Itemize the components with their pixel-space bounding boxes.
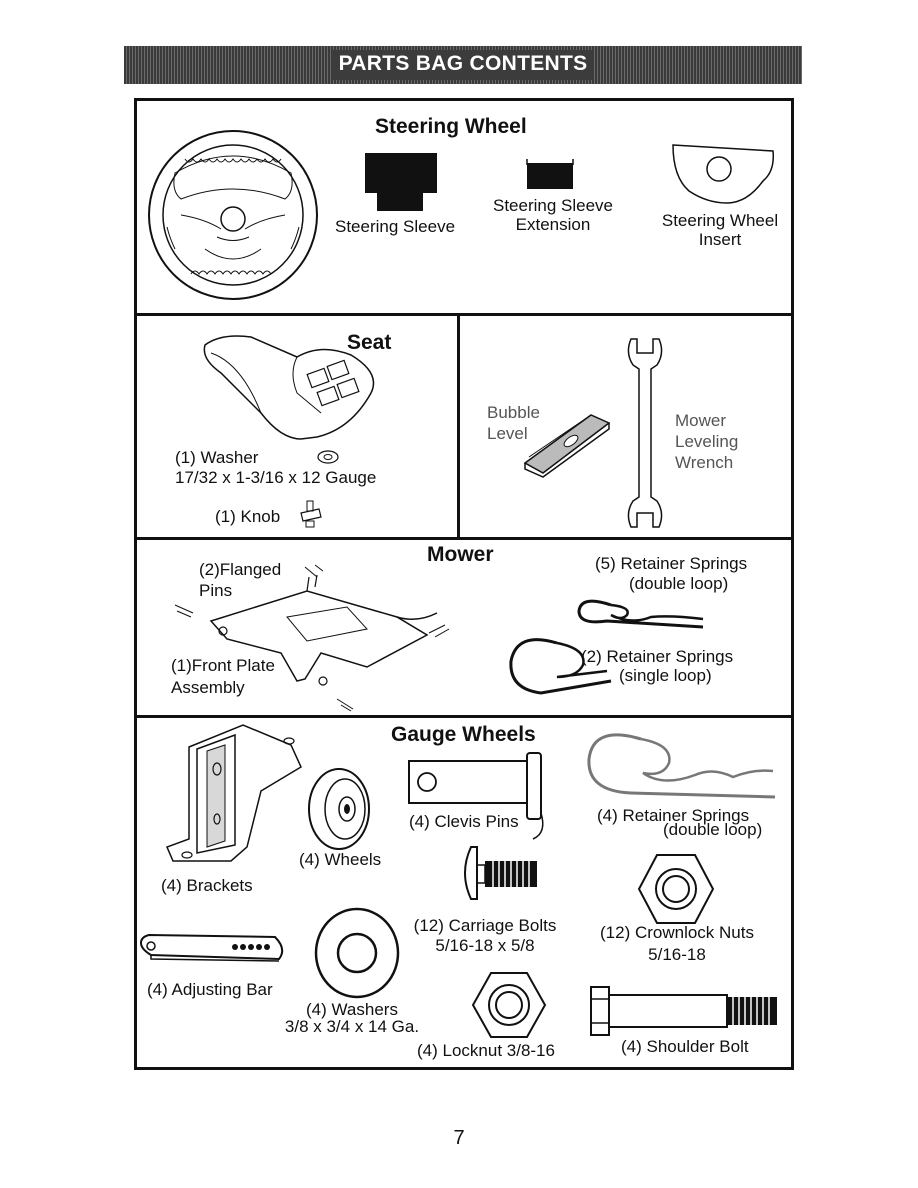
springs-double-label-1: (5) Retainer Springs: [595, 554, 748, 573]
springs-double-label-2: (double loop): [629, 574, 729, 593]
steering-sleeve-icon: [365, 153, 437, 211]
retainer-spring-gauge-icon: [587, 733, 776, 799]
retainer-spring-single-icon: [509, 638, 612, 695]
retainer-spring-double-icon: [577, 599, 704, 629]
page-title: PARTS BAG CONTENTS: [338, 52, 588, 75]
parts-frame: Steering Wheel Steering Sleeve Steering …: [134, 98, 794, 1070]
divider-mower: [137, 715, 791, 718]
washer-label-1: (1) Washer: [175, 448, 259, 467]
divider-seat: [137, 537, 791, 540]
steering-sleeve-extension-icon: [526, 159, 574, 189]
crownlock-label-2: 5/16-18: [648, 945, 706, 964]
wrench-label-1: Mower: [675, 411, 727, 430]
brackets-label: (4) Brackets: [161, 876, 253, 895]
extension-label-2: Extension: [515, 215, 591, 234]
bubble-level-icon: [523, 414, 611, 478]
header-banner: PARTS BAG CONTENTS: [124, 46, 802, 84]
shoulder-bolt-icon: [590, 986, 777, 1036]
front-plate-label-1: (1)Front Plate: [171, 656, 275, 675]
carriage-bolts-label-2: 5/16-18 x 5/8: [435, 936, 535, 955]
steering-sleeve-label: Steering Sleeve: [335, 217, 456, 236]
insert-label-1: Steering Wheel: [661, 211, 779, 230]
springs-single-label-1: (2) Retainer Springs: [581, 647, 734, 666]
wrench-label-2: Leveling: [675, 432, 739, 451]
retainer-gauge-label-2: (double loop): [663, 820, 763, 839]
extension-label-1: Steering Sleeve: [492, 196, 614, 215]
bubble-level-label-2: Level: [487, 424, 528, 443]
knob-label: (1) Knob: [215, 507, 281, 526]
crownlock-nut-icon: [637, 854, 715, 924]
crownlock-label-1: (12) Crownlock Nuts: [600, 923, 754, 942]
bubble-level-label-1: Bubble: [487, 403, 540, 422]
page-number: 7: [453, 1127, 465, 1149]
clevis-pins-label: (4) Clevis Pins: [409, 812, 519, 831]
retainer-gauge-label-1: (4) Retainer Springs: [597, 806, 750, 825]
steering-heading: Steering Wheel: [375, 115, 527, 138]
wheels-label: (4) Wheels: [299, 850, 382, 869]
insert-label-2: Insert: [698, 230, 742, 249]
steering-wheel-insert-icon: [672, 144, 775, 204]
mower-heading: Mower: [427, 543, 494, 566]
front-plate-assembly-icon: [174, 564, 450, 712]
bracket-icon: [165, 724, 302, 862]
carriage-bolts-label-1: (12) Carriage Bolts: [413, 916, 557, 935]
seat-heading: Seat: [347, 331, 392, 354]
adjusting-bar-icon: [139, 933, 284, 962]
banner-title-box: [332, 50, 594, 80]
adjusting-bar-label: (4) Adjusting Bar: [147, 980, 273, 999]
steering-wheel-icon: [148, 130, 318, 300]
flanged-pins-label-1: (2)Flanged: [199, 560, 282, 579]
wrench-label-3: Wrench: [675, 453, 734, 472]
carriage-bolt-icon: [464, 846, 537, 900]
washers-label-1: (4) Washers: [306, 1000, 398, 1019]
divider-seat-level: [457, 316, 460, 537]
springs-single-label-2: (single loop): [619, 666, 712, 685]
locknut-icon: [471, 972, 547, 1038]
knob-icon: [300, 500, 322, 528]
clevis-pin-icon: [408, 752, 544, 840]
divider-steering: [137, 313, 791, 316]
gauge-wheel-icon: [308, 768, 370, 850]
seat-icon: [203, 335, 375, 440]
washer-icon: [317, 450, 339, 464]
washer-label-2: 17/32 x 1-3/16 x 12 Gauge: [175, 468, 377, 487]
shoulder-bolt-label: (4) Shoulder Bolt: [621, 1037, 749, 1056]
washers-label-2: 3/8 x 3/4 x 14 Ga.: [284, 1017, 420, 1036]
washer-gauge-icon: [314, 907, 400, 999]
front-plate-label-2: Assembly: [171, 678, 245, 697]
gauge-wheels-heading: Gauge Wheels: [391, 723, 536, 746]
wrench-icon: [627, 338, 663, 528]
locknut-label: (4) Locknut 3/8-16: [417, 1041, 555, 1060]
flanged-pins-label-2: Pins: [199, 581, 233, 600]
